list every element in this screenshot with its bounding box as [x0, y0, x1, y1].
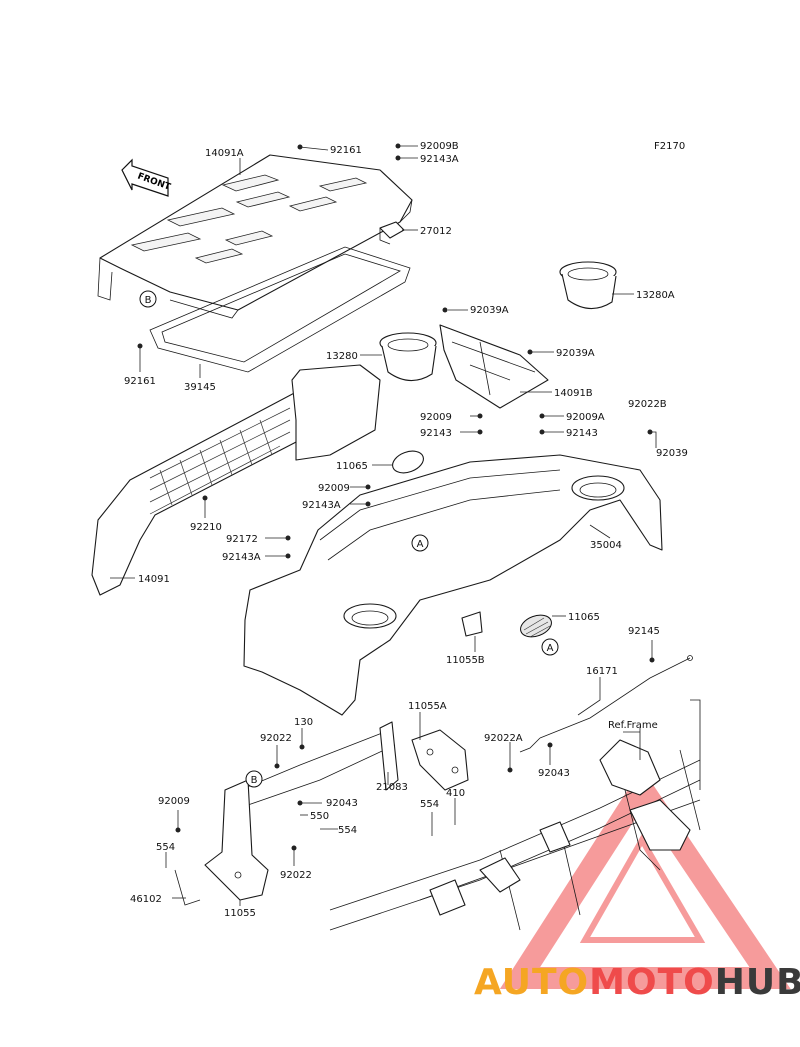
label-14091B: 14091B: [554, 388, 593, 399]
svg-text:A: A: [417, 539, 424, 550]
part-labels: 14091A 92161 92009B 92143A 27012 13280A …: [124, 141, 688, 919]
label-92009-b: 92009: [318, 483, 350, 494]
svg-text:B: B: [251, 775, 258, 786]
label-92143-b: 92143: [566, 428, 598, 439]
label-21083: 21083: [376, 782, 408, 793]
label-92009-c: 92009: [158, 796, 190, 807]
label-11065-low: 11065: [568, 612, 600, 623]
roof-panel-14091A: [97, 154, 413, 319]
label-92039A-1: 92039A: [470, 305, 509, 316]
label-554-c: 554: [156, 842, 175, 853]
label-92022-b: 92022: [280, 870, 312, 881]
rear-body-35004: [243, 454, 663, 716]
label-14091A: 14091A: [205, 148, 244, 159]
label-92143-a: 92143: [420, 428, 452, 439]
label-39145: 39145: [184, 382, 216, 393]
label-92039A-2: 92039A: [556, 348, 595, 359]
vehicle-frame: [329, 699, 701, 931]
watermark-logo: [499, 767, 791, 989]
grille-14091: [91, 364, 381, 596]
callout-B1: B: [139, 290, 157, 308]
label-16171: 16171: [586, 666, 618, 677]
panel-14091B: [439, 324, 549, 409]
bracket-21083: [379, 721, 399, 791]
label-92143A-top: 92143A: [420, 154, 459, 165]
label-92161-left: 92161: [124, 376, 156, 387]
label-92009-a: 92009: [420, 412, 452, 423]
label-11065-top: 11065: [336, 461, 368, 472]
watermark-part2: MOTO: [589, 962, 715, 1003]
seal-39145: [149, 246, 411, 373]
label-92039: 92039: [656, 448, 688, 459]
label-11055A: 11055A: [408, 701, 447, 712]
label-27012: 27012: [420, 226, 452, 237]
figure-code: F2170: [654, 141, 685, 152]
label-11055B: 11055B: [446, 655, 485, 666]
bracket-11055A: [411, 729, 469, 791]
cup-holder-13280: [379, 332, 437, 382]
label-92210: 92210: [190, 522, 222, 533]
watermark-part3: HUB: [714, 962, 800, 1003]
label-554-a: 554: [420, 799, 439, 810]
watermark-text: AUTOMOTOHUB: [474, 962, 800, 1003]
label-92143A-low: 92143A: [222, 552, 261, 563]
cup-holder-13280A: [559, 261, 617, 310]
bracket-11055B: [461, 611, 483, 637]
label-92022-a: 92022: [260, 733, 292, 744]
label-92172: 92172: [226, 534, 258, 545]
label-554-b: 554: [338, 825, 357, 836]
cable-16171: [519, 655, 693, 753]
callout-B2: B: [245, 770, 263, 788]
label-550: 550: [310, 811, 329, 822]
svg-text:A: A: [547, 643, 554, 654]
label-92009A: 92009A: [566, 412, 605, 423]
label-11055: 11055: [224, 908, 256, 919]
label-35004: 35004: [590, 540, 622, 551]
label-92143A-mid: 92143A: [302, 500, 341, 511]
label-46102: 46102: [130, 894, 162, 905]
label-410: 410: [446, 788, 465, 799]
cover-11065-top: [392, 450, 424, 474]
label-13280A: 13280A: [636, 290, 675, 301]
leader-lines: [110, 145, 657, 906]
svg-text:B: B: [145, 295, 152, 306]
front-arrow: FRONT: [121, 158, 173, 197]
rod-46102: [174, 869, 201, 906]
watermark-part1: AUTO: [474, 962, 590, 1003]
callout-A1: A: [411, 534, 429, 552]
label-92009B: 92009B: [420, 141, 459, 152]
ref-frame-label: Ref.Frame: [608, 720, 658, 731]
bracket-11055: [204, 779, 269, 901]
label-92022A: 92022A: [484, 733, 523, 744]
label-92022B: 92022B: [628, 399, 667, 410]
label-13280: 13280: [326, 351, 358, 362]
cover-11065-low: [520, 614, 552, 638]
label-92043-b: 92043: [538, 768, 570, 779]
label-92145: 92145: [628, 626, 660, 637]
label-92161-top: 92161: [330, 145, 362, 156]
label-92043-a: 92043: [326, 798, 358, 809]
label-130: 130: [294, 717, 313, 728]
label-14091: 14091: [138, 574, 170, 585]
callout-A2: A: [541, 638, 559, 656]
